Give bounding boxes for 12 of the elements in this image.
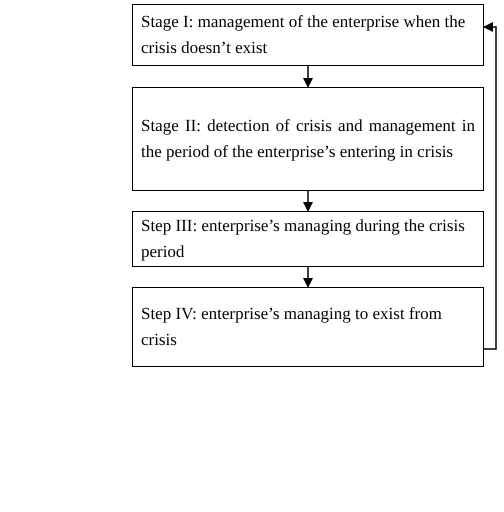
arrow: [483, 22, 497, 350]
process-box: [132, 287, 484, 367]
box-text: Stage II: detection of crisis and management in the period of the enterprise’s entering in crisis: [141, 115, 475, 163]
box-text: Stage I: management of the enterprise when the crisis doesn’t exist: [141, 11, 466, 59]
arrow: [303, 191, 313, 212]
process-box: [132, 4, 484, 66]
process-box: [132, 211, 484, 267]
box-text: Step IV: enterprise’s managing to exist from crisis: [141, 303, 443, 351]
box-text: Step III: enterprise’s managing during the crisis period: [141, 215, 466, 263]
process-box: [132, 87, 484, 191]
arrow: [303, 66, 313, 88]
arrow: [303, 267, 313, 288]
